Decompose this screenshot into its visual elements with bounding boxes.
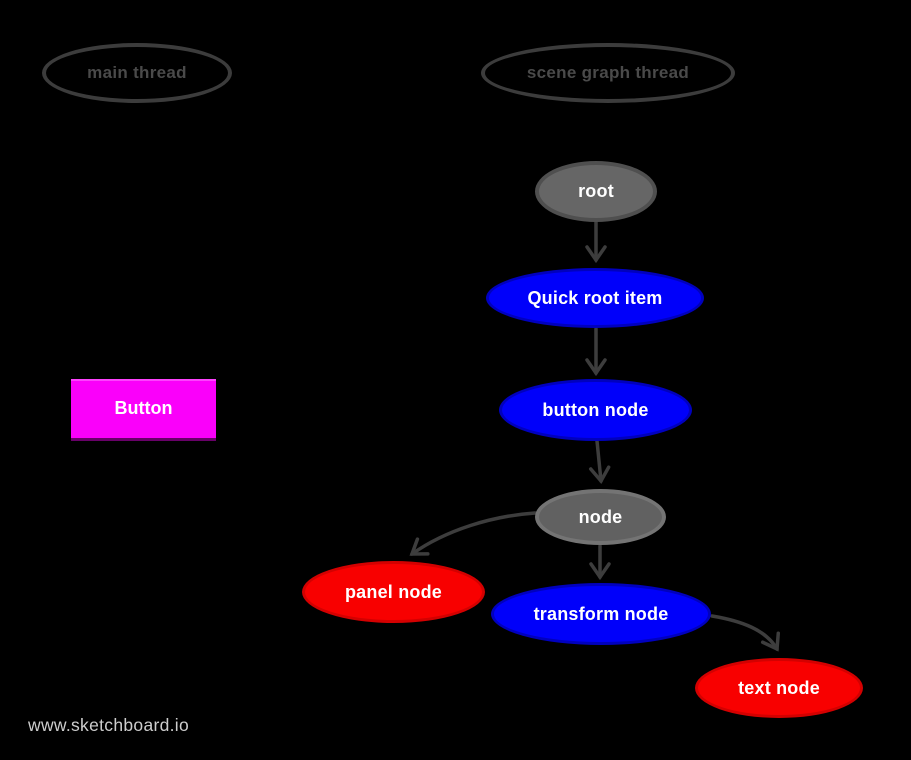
thread-ellipse-main[interactable]: main thread <box>42 43 232 103</box>
button-rectangle[interactable]: Button <box>71 379 216 438</box>
node-quick-root-item-label: Quick root item <box>527 287 663 308</box>
node-panel-node-label: panel node <box>344 581 442 602</box>
thread-label-main: main thread <box>87 63 187 82</box>
sketchboard-watermark-link[interactable]: www.sketchboard.io <box>28 715 190 735</box>
thread-label-scene-graph: scene graph thread <box>526 63 690 82</box>
edge-transform-node-to-text-node <box>710 614 781 652</box>
node-transform-node-label: transform node <box>533 603 669 624</box>
thread-ellipse-scene-graph[interactable]: scene graph thread <box>481 43 735 103</box>
button-label: Button <box>114 398 173 418</box>
node-text-node-label: text node <box>738 677 820 698</box>
node-node-label: node <box>578 506 623 527</box>
node-root[interactable]: root <box>535 161 657 222</box>
edge-button-node-to-node <box>589 439 611 485</box>
node-button-node[interactable]: button node <box>499 379 692 441</box>
node-panel-node[interactable]: panel node <box>302 561 485 623</box>
node-transform-node[interactable]: transform node <box>491 583 711 645</box>
node-text-node[interactable]: text node <box>695 658 863 718</box>
edge-node-to-panel-node <box>409 511 537 556</box>
node-button-node-label: button node <box>542 399 649 420</box>
node-root-label: root <box>578 181 614 201</box>
node-node[interactable]: node <box>535 489 666 545</box>
node-quick-root-item[interactable]: Quick root item <box>486 268 704 328</box>
